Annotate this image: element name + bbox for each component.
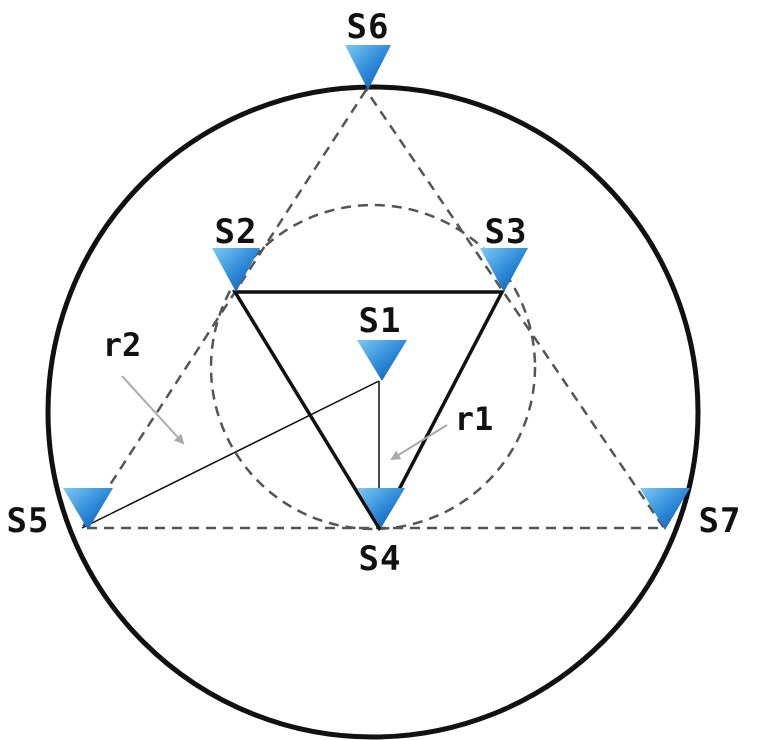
- label-s2: S2: [215, 212, 258, 252]
- marker-s4: [357, 488, 405, 528]
- marker-s2: [212, 248, 260, 292]
- outer-dashed-triangle: [79, 87, 667, 530]
- outer-circle: [45, 84, 701, 740]
- r2-arrow: [121, 375, 185, 445]
- label-r2: r2: [103, 326, 142, 364]
- r1-arrow: [390, 424, 448, 461]
- marker-s7: [640, 488, 690, 530]
- label-s6: S6: [347, 7, 390, 47]
- inner-solid-triangle: [231, 290, 505, 532]
- marker-s3: [480, 248, 528, 292]
- label-s3: S3: [485, 212, 528, 252]
- label-s5: S5: [7, 501, 50, 541]
- marker-s6: [345, 45, 391, 90]
- radius-r2-line: [81, 380, 380, 529]
- label-s4: S4: [359, 539, 402, 579]
- inner-dashed-circle: [209, 203, 537, 531]
- marker-s1: [357, 340, 407, 381]
- label-r1: r1: [455, 400, 494, 438]
- sensor-markers: [63, 45, 690, 530]
- marker-s5: [63, 488, 113, 530]
- label-s7: S7: [699, 501, 742, 541]
- label-s1: S1: [359, 301, 402, 341]
